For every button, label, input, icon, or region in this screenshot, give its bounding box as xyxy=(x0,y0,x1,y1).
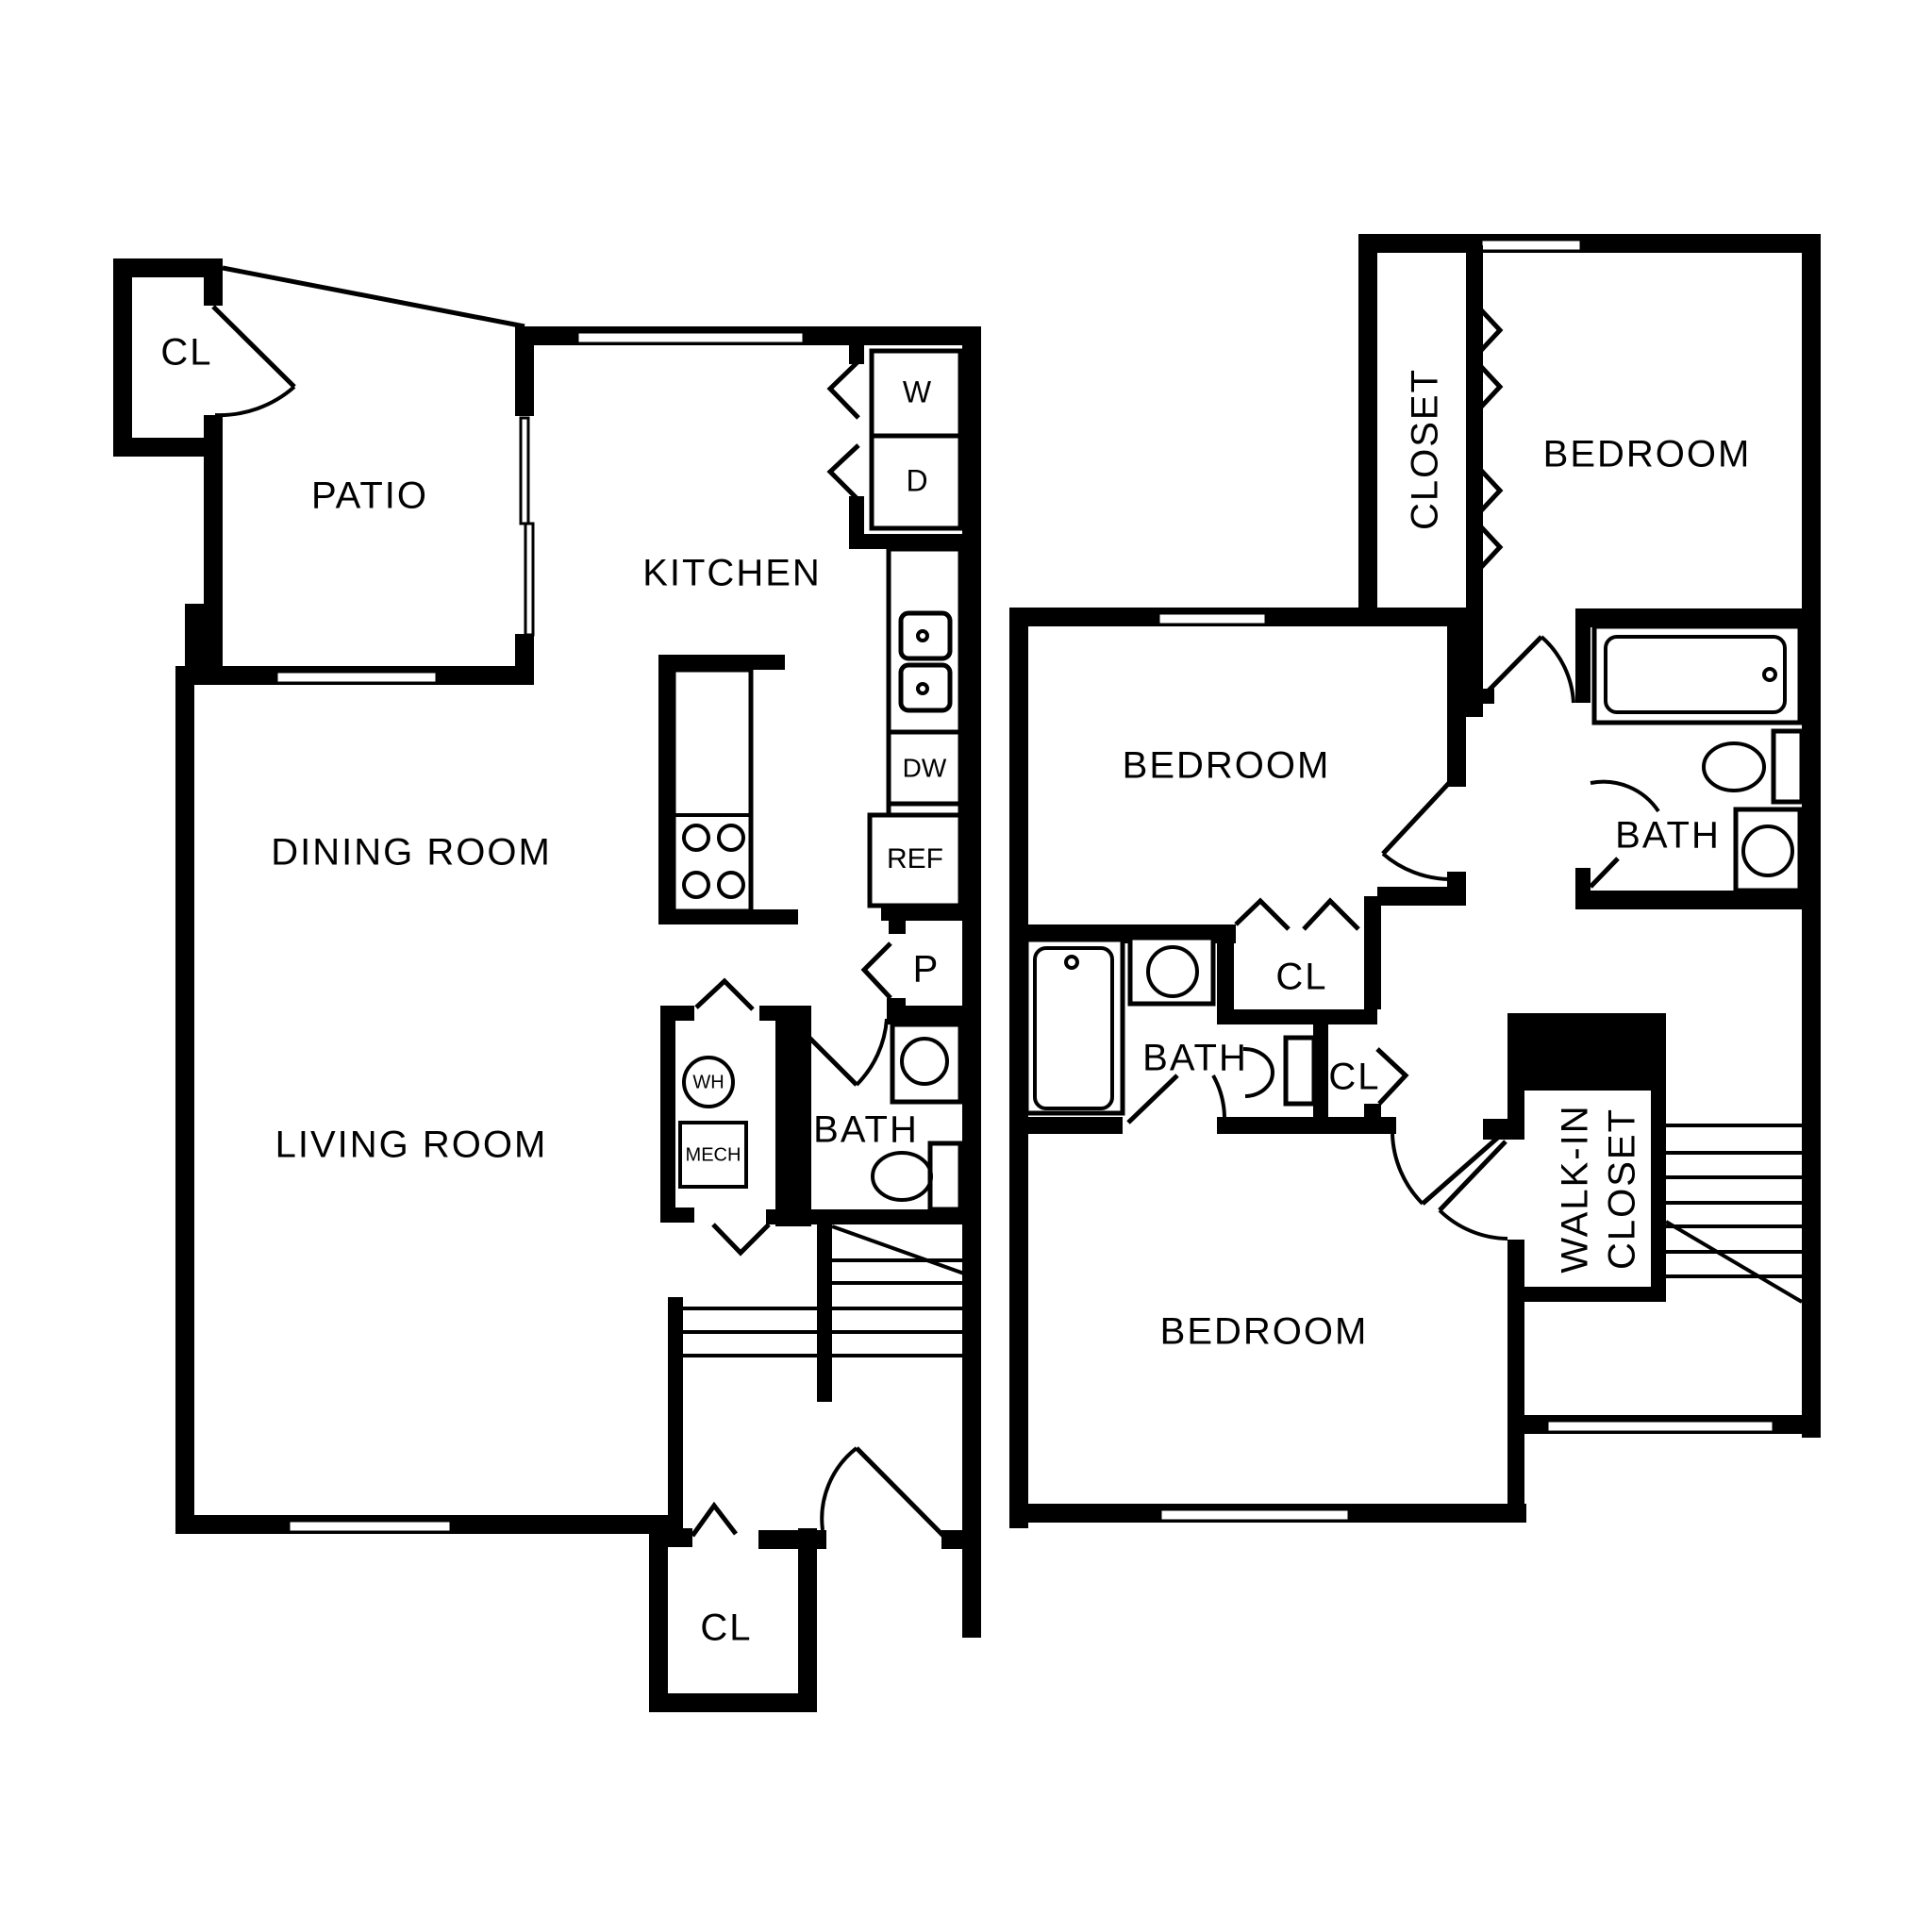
front-door-icon xyxy=(855,1446,945,1538)
entry-closet: CL xyxy=(649,1501,817,1712)
bifold-door-icon xyxy=(711,1223,771,1257)
linen-closet: CL xyxy=(1313,1024,1409,1132)
bifold-door-icon xyxy=(1302,897,1360,931)
room-label-walk-in-closet: WALK-IN xyxy=(1555,1104,1596,1273)
closet-door-icon xyxy=(1421,1134,1502,1206)
mechanical-closet: WH MECH xyxy=(660,977,804,1257)
walk-in-closet: WALK-IN CLOSET xyxy=(1391,1013,1666,1509)
window-icon xyxy=(575,330,806,345)
burner-icon xyxy=(682,871,710,899)
room-label-patio: PATIO xyxy=(311,475,428,517)
master-bath: BATH xyxy=(1466,245,1805,909)
room-label-kitchen: KITCHEN xyxy=(642,553,822,594)
room-label-bedroom-3: BEDROOM xyxy=(1160,1311,1369,1353)
second-floor: CLOSET BEDROOM BEDROOM xyxy=(1009,234,1821,1528)
closet-door-icon xyxy=(211,305,296,389)
dryer-label: D xyxy=(906,463,927,497)
bathtub-icon xyxy=(1604,635,1787,714)
water-heater-label: WH xyxy=(692,1072,724,1092)
washer-label: W xyxy=(903,375,932,408)
bath-door-icon xyxy=(792,1021,858,1087)
bifold-door-icon xyxy=(694,977,755,1011)
window-icon xyxy=(1479,238,1583,253)
room-label-entry-closet: CL xyxy=(700,1607,752,1649)
room-label-patio-closet: CL xyxy=(160,332,212,374)
room-label-pantry: P xyxy=(913,949,941,991)
burner-icon xyxy=(717,871,745,899)
washer-icon xyxy=(869,348,963,439)
bifold-door-icon xyxy=(690,1501,738,1538)
kitchen-counter: DW REF xyxy=(867,546,963,934)
room-label-walk-in-closet-2: CLOSET xyxy=(1602,1108,1643,1270)
bifold-door-icon xyxy=(1234,897,1291,931)
room-label-half-bath: BATH xyxy=(813,1109,919,1151)
window-icon xyxy=(275,670,439,685)
sliding-door-icon xyxy=(519,416,530,525)
mechanical-label: MECH xyxy=(686,1144,741,1165)
room-label-linen-closet: CL xyxy=(1328,1057,1380,1098)
window-icon xyxy=(287,1519,453,1534)
bath-2: BATH xyxy=(1009,935,1396,1134)
toilet-icon xyxy=(1242,1046,1274,1098)
room-label-master-closet: CLOSET xyxy=(1405,368,1446,530)
room-label-master-bath: BATH xyxy=(1615,815,1721,857)
sink-icon xyxy=(1733,807,1803,893)
dishwasher-icon xyxy=(886,729,963,807)
room-label-bedroom-2: BEDROOM xyxy=(1123,745,1331,787)
pantry: P xyxy=(860,941,962,1024)
toilet-tank-icon xyxy=(1771,728,1805,805)
first-floor: CL PATIO W D xyxy=(113,258,981,1712)
window-icon xyxy=(1545,1419,1775,1434)
bedroom-door-icon xyxy=(1381,781,1451,856)
toilet-icon xyxy=(1702,741,1766,792)
room-label-living-room: LIVING ROOM xyxy=(275,1124,548,1166)
water-heater-icon xyxy=(682,1056,735,1108)
bifold-door-icon xyxy=(826,443,860,502)
patio: PATIO xyxy=(185,265,535,685)
bedroom-2: BEDROOM xyxy=(1009,608,1481,1513)
window-icon xyxy=(1157,611,1268,626)
bathtub-icon xyxy=(1033,946,1114,1110)
stairs-second-floor xyxy=(1519,1124,1821,1434)
half-bath: BATH xyxy=(792,1006,963,1226)
bath-door-icon xyxy=(1126,1074,1179,1124)
dishwasher-label: DW xyxy=(903,753,947,782)
burner-icon xyxy=(717,824,745,852)
kitchen-island xyxy=(658,655,798,924)
refrigerator-label: REF xyxy=(887,843,943,874)
room-label-hall-closet: CL xyxy=(1275,957,1327,998)
bifold-door-icon xyxy=(826,359,860,420)
window-icon xyxy=(1158,1507,1351,1523)
bedroom-3: BEDROOM xyxy=(1009,1132,1526,1528)
bifold-door-icon xyxy=(1375,1047,1409,1106)
burner-icon xyxy=(682,824,710,852)
patio-closet: CL xyxy=(113,258,296,472)
toilet-tank-icon xyxy=(1283,1035,1317,1107)
room-label-master-bedroom: BEDROOM xyxy=(1543,434,1752,475)
bath-door-icon xyxy=(1479,635,1543,700)
stairs-first-floor xyxy=(668,1224,978,1533)
toilet-tank-icon xyxy=(927,1141,963,1212)
bifold-door-icon xyxy=(860,941,892,1000)
room-label-dining-room: DINING ROOM xyxy=(271,832,552,874)
mechanical-icon xyxy=(678,1121,748,1189)
laundry-closet: W D xyxy=(826,345,963,549)
dryer-icon xyxy=(869,433,963,531)
room-label-bath-2: BATH xyxy=(1142,1038,1248,1079)
toilet-icon xyxy=(871,1151,933,1202)
